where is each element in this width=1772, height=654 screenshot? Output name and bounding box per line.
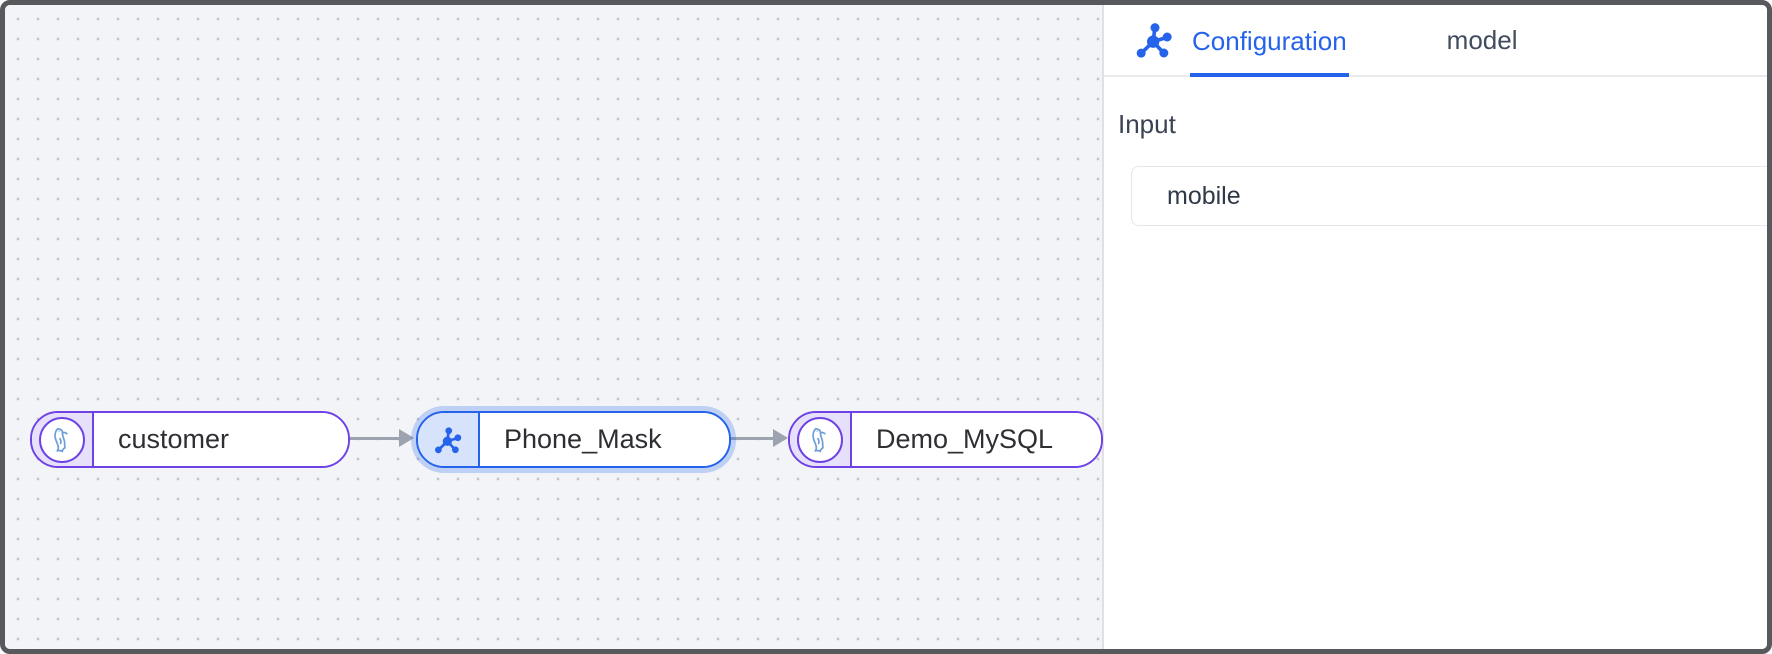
tab-model[interactable]: model xyxy=(1446,24,1518,55)
config-panel: Configuration model Input xyxy=(1104,5,1767,649)
edge-customer-to-phonemask[interactable] xyxy=(350,437,402,440)
arrowhead-icon xyxy=(399,429,414,447)
node-icon-section xyxy=(32,413,94,466)
molecule-icon xyxy=(1134,20,1174,60)
panel-body: Input xyxy=(1104,77,1767,226)
panel-header: Configuration model xyxy=(1104,5,1767,77)
node-icon-section xyxy=(790,413,852,466)
node-label: customer xyxy=(94,413,348,466)
input-field[interactable] xyxy=(1131,166,1767,226)
node-customer[interactable]: customer xyxy=(30,411,350,468)
node-label: Demo_MySQL xyxy=(852,413,1101,466)
tab-configuration[interactable]: Configuration xyxy=(1190,9,1349,77)
arrowhead-icon xyxy=(773,429,788,447)
mysql-dolphin-icon xyxy=(797,416,843,463)
node-demo-mysql[interactable]: Demo_MySQL xyxy=(788,411,1103,468)
node-icon-section xyxy=(418,413,480,466)
node-phone-mask[interactable]: Phone_Mask xyxy=(416,411,731,468)
edge-phonemask-to-demomysql[interactable] xyxy=(731,437,776,440)
flow-canvas[interactable]: customer Phone_Mask Demo_MySQL xyxy=(5,5,1104,649)
input-label: Input xyxy=(1118,109,1176,139)
molecule-icon xyxy=(433,425,463,455)
node-label: Phone_Mask xyxy=(480,413,729,466)
mysql-dolphin-icon xyxy=(39,416,85,463)
